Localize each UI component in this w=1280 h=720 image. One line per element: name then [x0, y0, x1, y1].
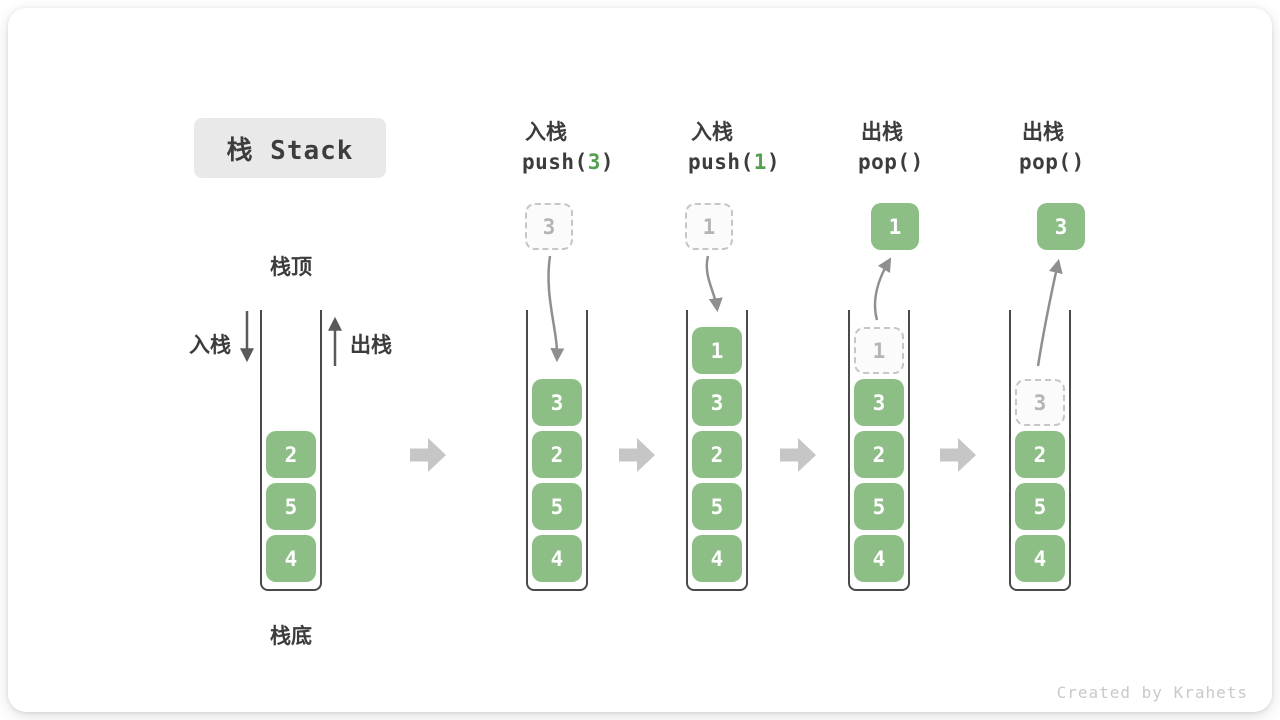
- floating-push-value: 1: [685, 203, 733, 250]
- code-arg: 3: [587, 150, 601, 174]
- stage-push1-code-label: push(1): [688, 150, 780, 174]
- stage-pop3-code-label: pop(): [1019, 150, 1085, 174]
- stack-container-push3: [526, 310, 588, 591]
- arrows-layer: [240, 255, 1063, 472]
- stack-cell: 5: [532, 483, 582, 530]
- floating-popped-value: 3: [1037, 203, 1085, 250]
- stack-top-label: 栈顶: [270, 256, 312, 279]
- watermark: Created by Krahets: [1056, 683, 1248, 702]
- stack-cell: 4: [1015, 535, 1065, 582]
- stack-cell: 3: [532, 379, 582, 426]
- push-side-label: 入栈: [189, 334, 231, 357]
- code-arg: 1: [753, 150, 767, 174]
- stage-push3-op-label: 入栈: [525, 121, 567, 144]
- stack-cell: 4: [266, 535, 316, 582]
- stack-bottom-label: 栈底: [270, 625, 312, 648]
- stack-cell: 2: [854, 431, 904, 478]
- stack-cell-ghost: 1: [854, 327, 904, 374]
- stack-cell: 2: [266, 431, 316, 478]
- flow-arrow-icon: [410, 438, 446, 472]
- stage-pop1-code-label: pop(): [858, 150, 924, 174]
- stack-container-initial: [260, 310, 322, 591]
- stack-container-pop1: [848, 310, 910, 591]
- stack-cell: 5: [692, 483, 742, 530]
- code-prefix: push(: [522, 150, 588, 174]
- stage-pop1-op-label: 出栈: [861, 121, 903, 144]
- code-prefix: push(: [688, 150, 754, 174]
- stack-cell: 2: [692, 431, 742, 478]
- stack-cell: 4: [692, 535, 742, 582]
- stage-push1-op-label: 入栈: [691, 121, 733, 144]
- code-prefix: pop(): [1019, 150, 1085, 174]
- stack-container-push1: [686, 310, 748, 591]
- stack-cell: 5: [266, 483, 316, 530]
- floating-popped-value: 1: [871, 203, 919, 250]
- stack-container-pop3: [1009, 310, 1071, 591]
- pop-side-label: 出栈: [350, 334, 392, 357]
- stack-cell: 2: [1015, 431, 1065, 478]
- push1-curve-arrow-icon: [705, 255, 723, 313]
- diagram-card: 栈 Stack 栈顶 栈底 入栈 出栈 入栈 push(3) 入栈 push(1…: [8, 8, 1272, 712]
- stack-cell: 4: [532, 535, 582, 582]
- stack-cell: 3: [854, 379, 904, 426]
- stack-cell-ghost: 3: [1015, 379, 1065, 426]
- stage-push3-code-label: push(3): [522, 150, 614, 174]
- flow-arrow-icon: [780, 438, 816, 472]
- floating-push-value: 3: [525, 203, 573, 250]
- stack-cell: 5: [854, 483, 904, 530]
- code-suffix: ): [766, 150, 781, 174]
- stack-cell: 1: [692, 327, 742, 374]
- flow-arrow-icon: [619, 438, 655, 472]
- code-suffix: ): [600, 150, 615, 174]
- stage-pop3-op-label: 出栈: [1022, 121, 1064, 144]
- title-badge: 栈 Stack: [194, 118, 386, 178]
- code-prefix: pop(): [858, 150, 924, 174]
- page-title: 栈 Stack: [226, 135, 354, 166]
- stack-cell: 3: [692, 379, 742, 426]
- flow-arrow-icon: [940, 438, 976, 472]
- stack-cell: 2: [532, 431, 582, 478]
- stack-cell: 5: [1015, 483, 1065, 530]
- stack-cell: 4: [854, 535, 904, 582]
